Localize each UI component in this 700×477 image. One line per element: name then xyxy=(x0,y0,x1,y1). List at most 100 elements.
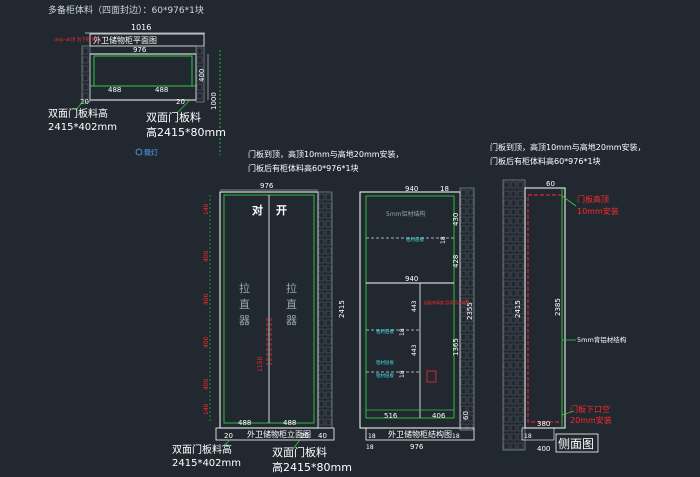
wall-hatch-block xyxy=(467,324,474,332)
side-red-bottom-line2: 20mm安装 xyxy=(570,415,612,425)
wall-hatch-block xyxy=(517,280,524,288)
plan-dim-1016: 1016 xyxy=(131,23,151,32)
wall-hatch-block xyxy=(460,342,467,350)
wall-hatch-block xyxy=(318,301,325,309)
wall-hatch-block xyxy=(510,280,517,288)
wall-hatch-block xyxy=(517,334,524,342)
elev-left-door-text-2: 直 xyxy=(239,297,250,311)
elevation-note-line2: 门板后有柜体料高60*976*1块 xyxy=(248,163,359,173)
wall-hatch-block xyxy=(503,190,510,198)
wall-hatch-block xyxy=(467,207,474,215)
wall-hatch-block xyxy=(467,378,474,386)
struct-title: 外卫储物柜结构图 xyxy=(388,429,452,439)
wall-hatch-block xyxy=(460,333,467,341)
wall-hatch-block xyxy=(510,253,517,261)
wall-hatch-block xyxy=(503,199,510,207)
wall-hatch-block xyxy=(503,208,510,216)
wall-hatch-block xyxy=(325,400,332,408)
wall-hatch-block xyxy=(467,369,474,377)
wall-hatch-block xyxy=(517,370,524,378)
wall-hatch-block xyxy=(82,65,89,73)
side-dim-18: 18 xyxy=(524,433,532,440)
wall-hatch-block xyxy=(510,370,517,378)
elev-left-door-text-1: 拉 xyxy=(239,281,250,295)
wall-hatch-block xyxy=(467,288,474,296)
wall-hatch-block xyxy=(460,216,467,224)
wall-hatch-block xyxy=(318,319,325,327)
wall-hatch-block xyxy=(503,280,510,288)
elev-leader-right xyxy=(291,439,301,451)
wall-hatch-block xyxy=(325,220,332,228)
wall-hatch-block xyxy=(325,211,332,219)
wall-hatch-block xyxy=(503,433,510,441)
wall-hatch-block xyxy=(325,382,332,390)
wall-hatch-block xyxy=(467,234,474,242)
side-title-frame xyxy=(555,433,599,453)
wall-hatch-block xyxy=(325,328,332,336)
wall-hatch-block xyxy=(467,333,474,341)
wall-hatch-block xyxy=(467,261,474,269)
wall-hatch-block xyxy=(325,337,332,345)
wall-hatch-block xyxy=(510,190,517,198)
struct-bottom-18-b: 18 xyxy=(452,433,460,440)
wall-hatch-block xyxy=(460,234,467,242)
wall-hatch-block xyxy=(510,442,517,450)
wall-hatch-block xyxy=(517,397,524,405)
side-bottom-box xyxy=(521,427,555,441)
plan-dim-488-left: 488 xyxy=(108,86,121,94)
plan-leader-left xyxy=(75,99,85,111)
wall-hatch-block xyxy=(517,181,524,189)
wall-hatch-block xyxy=(517,415,524,423)
struct-dim-443-b: 443 xyxy=(411,344,418,356)
side-red-top-line1: 门板高顶 xyxy=(577,194,609,204)
wall-hatch-block xyxy=(510,397,517,405)
plan-label-left-line1: 双面门板料高 xyxy=(48,107,108,120)
wall-hatch-block xyxy=(503,361,510,369)
plan-leader-right xyxy=(177,99,191,113)
wall-hatch-block xyxy=(460,261,467,269)
wall-hatch-block xyxy=(318,220,325,228)
wall-hatch-block xyxy=(82,47,89,55)
wall-hatch-block xyxy=(460,315,467,323)
wall-hatch-block xyxy=(503,370,510,378)
plan-dim-1000: 1000 xyxy=(210,92,218,110)
wall-hatch-block xyxy=(517,442,524,450)
wall-hatch-block xyxy=(517,208,524,216)
wall-hatch-block xyxy=(318,211,325,219)
wall-hatch-block xyxy=(460,270,467,278)
struct-dim-18-a: 18 xyxy=(440,185,449,193)
elev-red-dim-5: 400 xyxy=(203,378,210,390)
struct-wall-right xyxy=(459,187,475,431)
wall-hatch-block xyxy=(517,190,524,198)
wall-hatch-block xyxy=(460,378,467,386)
struct-dim-940-top: 940 xyxy=(405,185,418,193)
struct-dim-18-d: 18 xyxy=(399,370,406,378)
wall-hatch-block xyxy=(517,217,524,225)
wall-hatch-block xyxy=(503,379,510,387)
wall-hatch-block xyxy=(510,289,517,297)
struct-dim-976: 976 xyxy=(410,443,424,451)
wall-hatch-block xyxy=(467,315,474,323)
wall-hatch-block xyxy=(460,351,467,359)
wall-hatch-block xyxy=(517,352,524,360)
wall-hatch-block xyxy=(325,274,332,282)
wall-hatch-block xyxy=(517,379,524,387)
plan-dim-20-right: 20 xyxy=(176,98,185,106)
wall-hatch-block xyxy=(82,56,89,64)
wall-hatch-block xyxy=(325,391,332,399)
wall-hatch-block xyxy=(517,253,524,261)
plan-lamp-label: 筒灯 xyxy=(144,148,158,157)
struct-title-frame xyxy=(365,427,475,441)
wall-hatch-block xyxy=(517,307,524,315)
wall-hatch-block xyxy=(460,189,467,197)
wall-hatch-block xyxy=(503,415,510,423)
wall-hatch-block xyxy=(510,334,517,342)
wall-hatch-block xyxy=(510,343,517,351)
wall-hatch-block xyxy=(460,405,467,413)
wall-hatch-block xyxy=(467,216,474,224)
plan-label-left-line2: 2415*402mm xyxy=(48,122,117,133)
wall-hatch-block xyxy=(460,297,467,305)
side-note-line1: 门板到顶，高顶10mm与高地20mm安装， xyxy=(490,142,646,152)
wall-hatch-block xyxy=(196,92,203,100)
wall-hatch-block xyxy=(517,298,524,306)
